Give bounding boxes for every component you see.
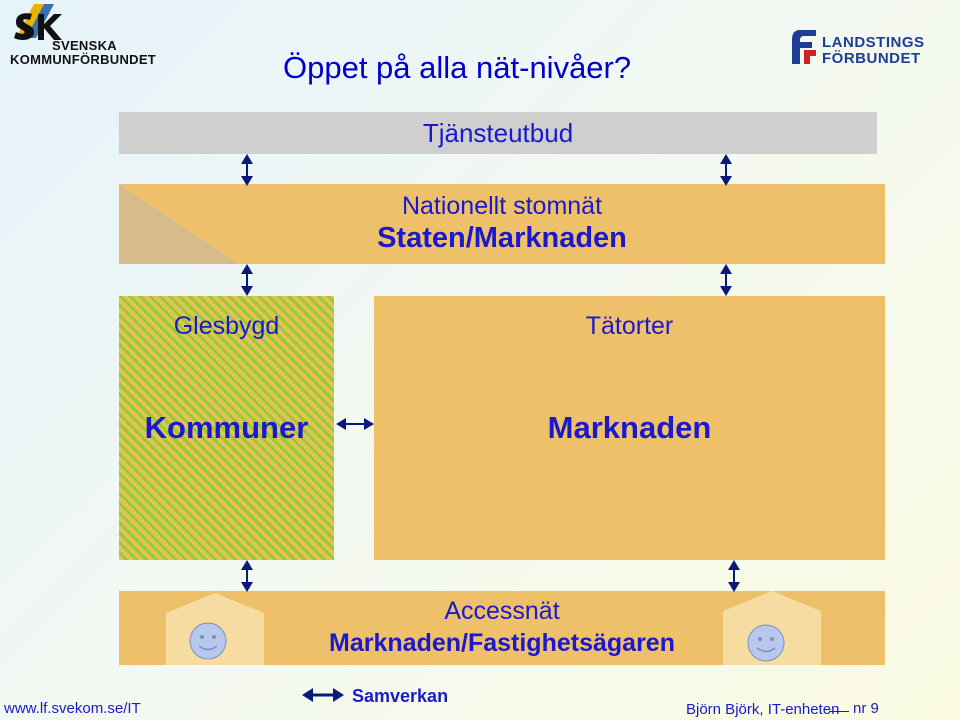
footer-author-name: Björn Björk, IT-enheten [686,701,840,718]
footer-page-value: 9 [870,700,879,717]
urban-area-box: Tätorter Marknaden [374,296,885,560]
lf-logo-text-2: FÖRBUNDET [822,50,921,67]
vertical-two-way-arrow-icon [241,154,253,186]
legend-label: Samverkan [352,686,449,706]
house-icon-right [723,591,821,665]
service-layer-label: Tjänsteutbud [422,117,574,148]
landstingsforbundet-logo [790,26,940,68]
vertical-two-way-arrow-icon [241,264,253,296]
vertical-two-way-arrow-icon [720,154,732,186]
sk-logo-text-1: SVENSKA [52,38,117,53]
footer-page-prefix: nr [853,700,867,717]
national-corner-shade [119,184,239,264]
footer-page-number: nr 9 [853,700,879,717]
national-backbone-label: Staten/Marknaden [377,222,627,254]
vertical-two-way-arrow-icon [241,560,253,592]
footer-author: Björn Björk, IT-enheten [686,701,839,718]
svenska-kommunforbundet-logo [10,2,170,68]
rural-area-box: Glesbygd Kommuner [119,296,334,560]
rural-owner-label: Kommuner [144,410,309,445]
urban-area-label: Tätorter [585,312,674,340]
slide-title: Öppet på alla nät-nivåer? [283,50,632,85]
sk-logo-text-2: KOMMUNFÖRBUNDET [10,52,157,67]
lf-logo-text-1: LANDSTINGS [822,34,925,51]
footer-divider [829,711,849,712]
house-icon-left [166,593,264,665]
urban-owner-label: Marknaden [547,410,712,445]
service-layer-box: Tjänsteutbud [119,112,877,154]
rural-area-label: Glesbygd [173,312,280,340]
vertical-two-way-arrow-icon [728,560,740,592]
legend-two-way-arrow-icon [302,688,344,702]
horizontal-two-way-arrow-icon [336,418,374,430]
access-network-sublabel: Accessnät [444,597,560,625]
access-network-label: Marknaden/Fastighetsägaren [329,629,675,657]
national-backbone-sublabel: Nationellt stomnät [401,192,603,220]
national-backbone-box: Nationellt stomnät Staten/Marknaden [119,184,885,264]
footer-url[interactable]: www.lf.svekom.se/IT [4,700,141,717]
vertical-two-way-arrow-icon [720,264,732,296]
